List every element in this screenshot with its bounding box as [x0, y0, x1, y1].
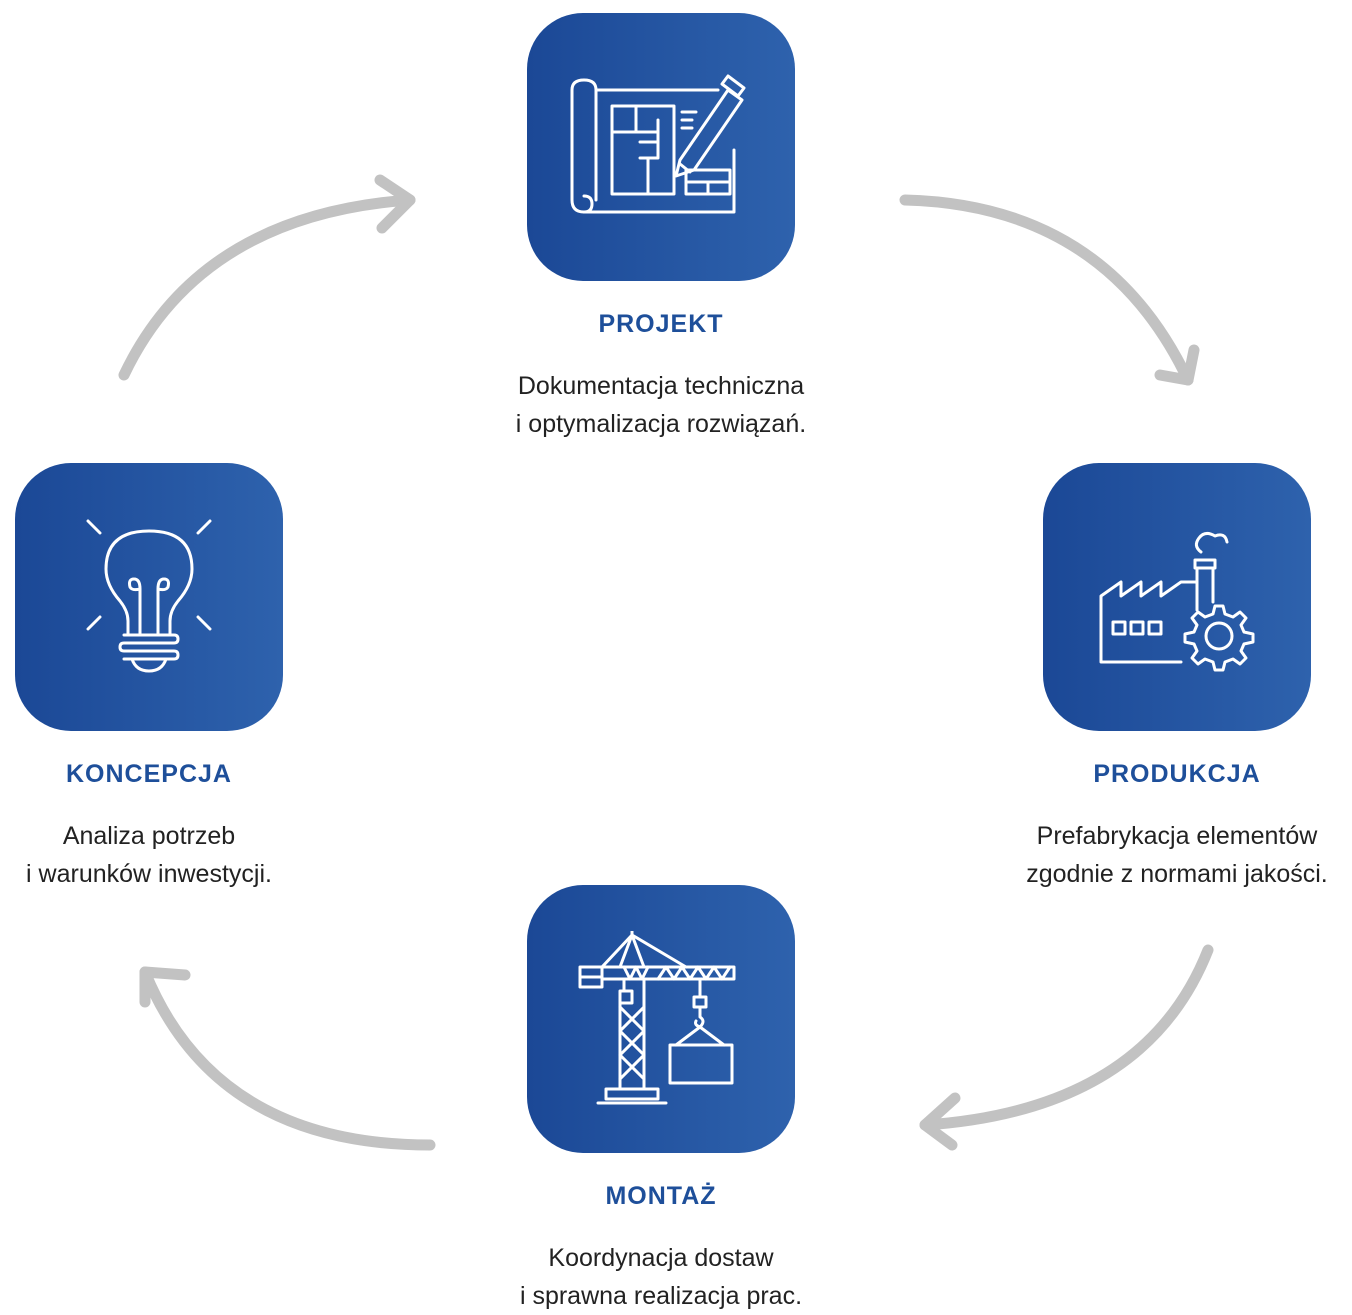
projekt-description: Dokumentacja techniczna i optymalizacja … [491, 367, 831, 443]
projekt-tile [527, 13, 795, 281]
projekt-desc-line-1: Dokumentacja techniczna [517, 372, 805, 400]
montaz-desc-line-1: Koordynacja dostaw [548, 1244, 774, 1272]
produkcja-tile [1043, 463, 1311, 731]
step-montaz: MONTAŻ Koordynacja dostaw i sprawna real… [491, 885, 831, 1315]
projekt-desc-line-2: i optymalizacja rozwiązań. [515, 410, 807, 438]
step-koncepcja: KONCEPCJA Analiza potrzeb i warunków inw… [0, 463, 319, 893]
montaz-description: Koordynacja dostaw i sprawna realizacja … [491, 1239, 831, 1315]
arrow-projekt-to-produkcja [899, 194, 1200, 386]
arrow-koncepcja-to-projekt [118, 174, 416, 381]
koncepcja-tile [15, 463, 283, 731]
produkcja-description: Prefabrykacja elementów zgodnie z normam… [1007, 817, 1347, 893]
koncepcja-description: Analiza potrzeb i warunków inwestycji. [0, 817, 319, 893]
light-bulb-icon [86, 519, 212, 673]
tower-crane-icon [578, 931, 736, 1105]
montaz-tile [527, 885, 795, 1153]
koncepcja-desc-line-2: i warunków inwestycji. [26, 860, 272, 888]
projekt-title: PROJEKT [598, 310, 724, 338]
produkcja-title: PRODUKCJA [1093, 760, 1261, 788]
koncepcja-title: KONCEPCJA [66, 760, 232, 788]
arrow-produkcja-to-montaz [919, 944, 1214, 1151]
step-produkcja: PRODUKCJA Prefabrykacja elementów zgodni… [1007, 463, 1347, 893]
step-projekt: PROJEKT Dokumentacja techniczna i optyma… [491, 13, 831, 443]
arrow-montaz-to-koncepcja [139, 966, 436, 1151]
koncepcja-desc-line-1: Analiza potrzeb [62, 822, 236, 850]
produkcja-desc-line-1: Prefabrykacja elementów [1036, 822, 1318, 850]
montaz-desc-line-2: i sprawna realizacja prac. [519, 1282, 803, 1310]
montaz-title: MONTAŻ [605, 1182, 717, 1210]
produkcja-desc-line-2: zgodnie z normami jakości. [1026, 860, 1328, 888]
factory-gear-icon [1099, 531, 1255, 672]
blueprint-pencil-icon [570, 74, 746, 214]
